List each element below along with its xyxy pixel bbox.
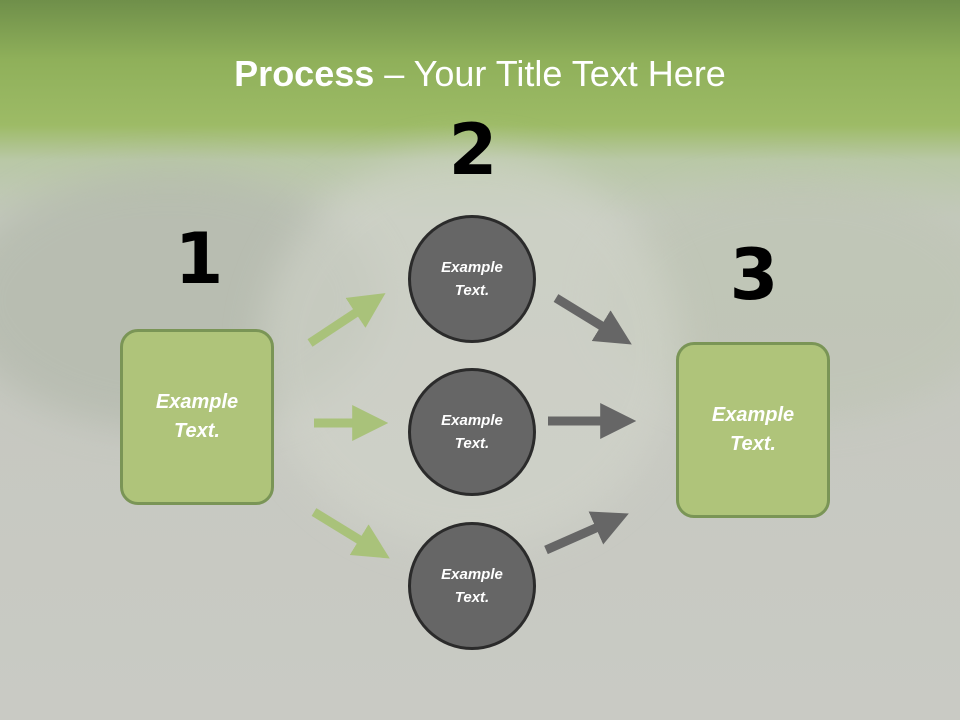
step-1-box: Example Text. [120,329,274,505]
circle-middle-text: Example Text. [441,412,503,452]
step-2-circle-top: Example Text. [408,215,536,343]
step-3-box: Example Text. [676,342,830,518]
step-2-circle-bottom: Example Text. [408,522,536,650]
arrow-1-to-bottom [311,508,390,559]
step-1-text: Example Text. [155,391,239,442]
circle-top-text: Example Text. [441,259,503,299]
step-number-3: 3 [729,234,779,316]
title-bold: Process [234,53,375,94]
circle-bottom-text: Example Text. [441,566,503,606]
slide-title: Process – Your Title Text Here [0,52,960,96]
arrow-bottom-to-3 [544,511,629,555]
arrow-1-to-top [307,293,386,347]
step-number-1: 1 [174,218,224,300]
title-rest: – Your Title Text Here [374,53,726,94]
step-3-text: Example Text. [711,404,795,455]
arrow-top-to-3 [553,294,632,345]
step-2-circle-middle: Example Text. [408,368,536,496]
step-number-2: 2 [448,109,498,191]
